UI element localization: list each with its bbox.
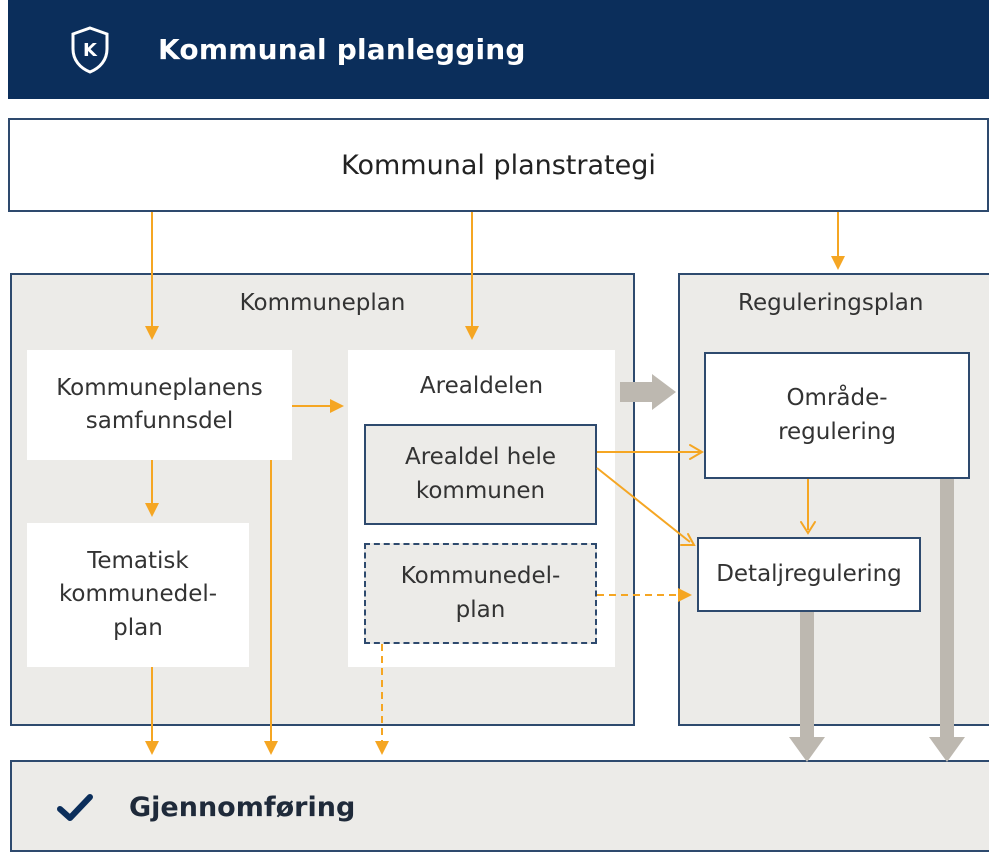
page-title: Kommunal planlegging: [158, 33, 526, 66]
samfunnsdel-label: Kommuneplanens samfunnsdel: [56, 374, 263, 434]
detalj-label: Detaljregulering: [716, 560, 902, 587]
tematisk-label: Tematisk kommunedel-plan: [58, 547, 218, 641]
kommunedelplan-box: Kommunedel-plan: [364, 543, 597, 644]
kommunedelplan-label: Kommunedel-plan: [400, 563, 561, 623]
gjennomforing-label: Gjennomføring: [129, 792, 356, 823]
checkmark-icon: [57, 794, 93, 821]
kommuneplan-title: Kommuneplan: [239, 290, 406, 316]
arealdelen-label: Arealdelen: [419, 373, 544, 399]
arrowhead-bottom-1: [264, 741, 278, 755]
page-header: K Kommunal planlegging: [8, 0, 989, 99]
reguleringsplan-title: Reguleringsplan: [738, 290, 924, 316]
arealdel-hele-box: Arealdel hele kommunen: [364, 424, 597, 525]
shield-logo-icon: K: [71, 26, 109, 74]
arrowhead-reguleringsplan: [831, 256, 845, 270]
logo-letter: K: [83, 40, 98, 61]
detalj-box: Detaljregulering: [697, 537, 921, 612]
arrowhead-bottom-2: [145, 741, 159, 755]
gjennomforing-box: Gjennomføring: [10, 760, 989, 852]
arrowhead-bottom-3: [375, 741, 389, 755]
reguleringsplan-panel: [678, 273, 989, 726]
arealdel-hele-label: Arealdel hele kommunen: [404, 444, 557, 504]
planstrategi-box: Kommunal planstrategi: [8, 118, 989, 212]
omrade-box: Område-regulering: [704, 352, 970, 479]
tematisk-box: Tematisk kommunedel-plan: [27, 523, 249, 667]
omrade-label: Område-regulering: [778, 385, 896, 445]
samfunnsdel-box: Kommuneplanens samfunnsdel: [27, 350, 292, 460]
